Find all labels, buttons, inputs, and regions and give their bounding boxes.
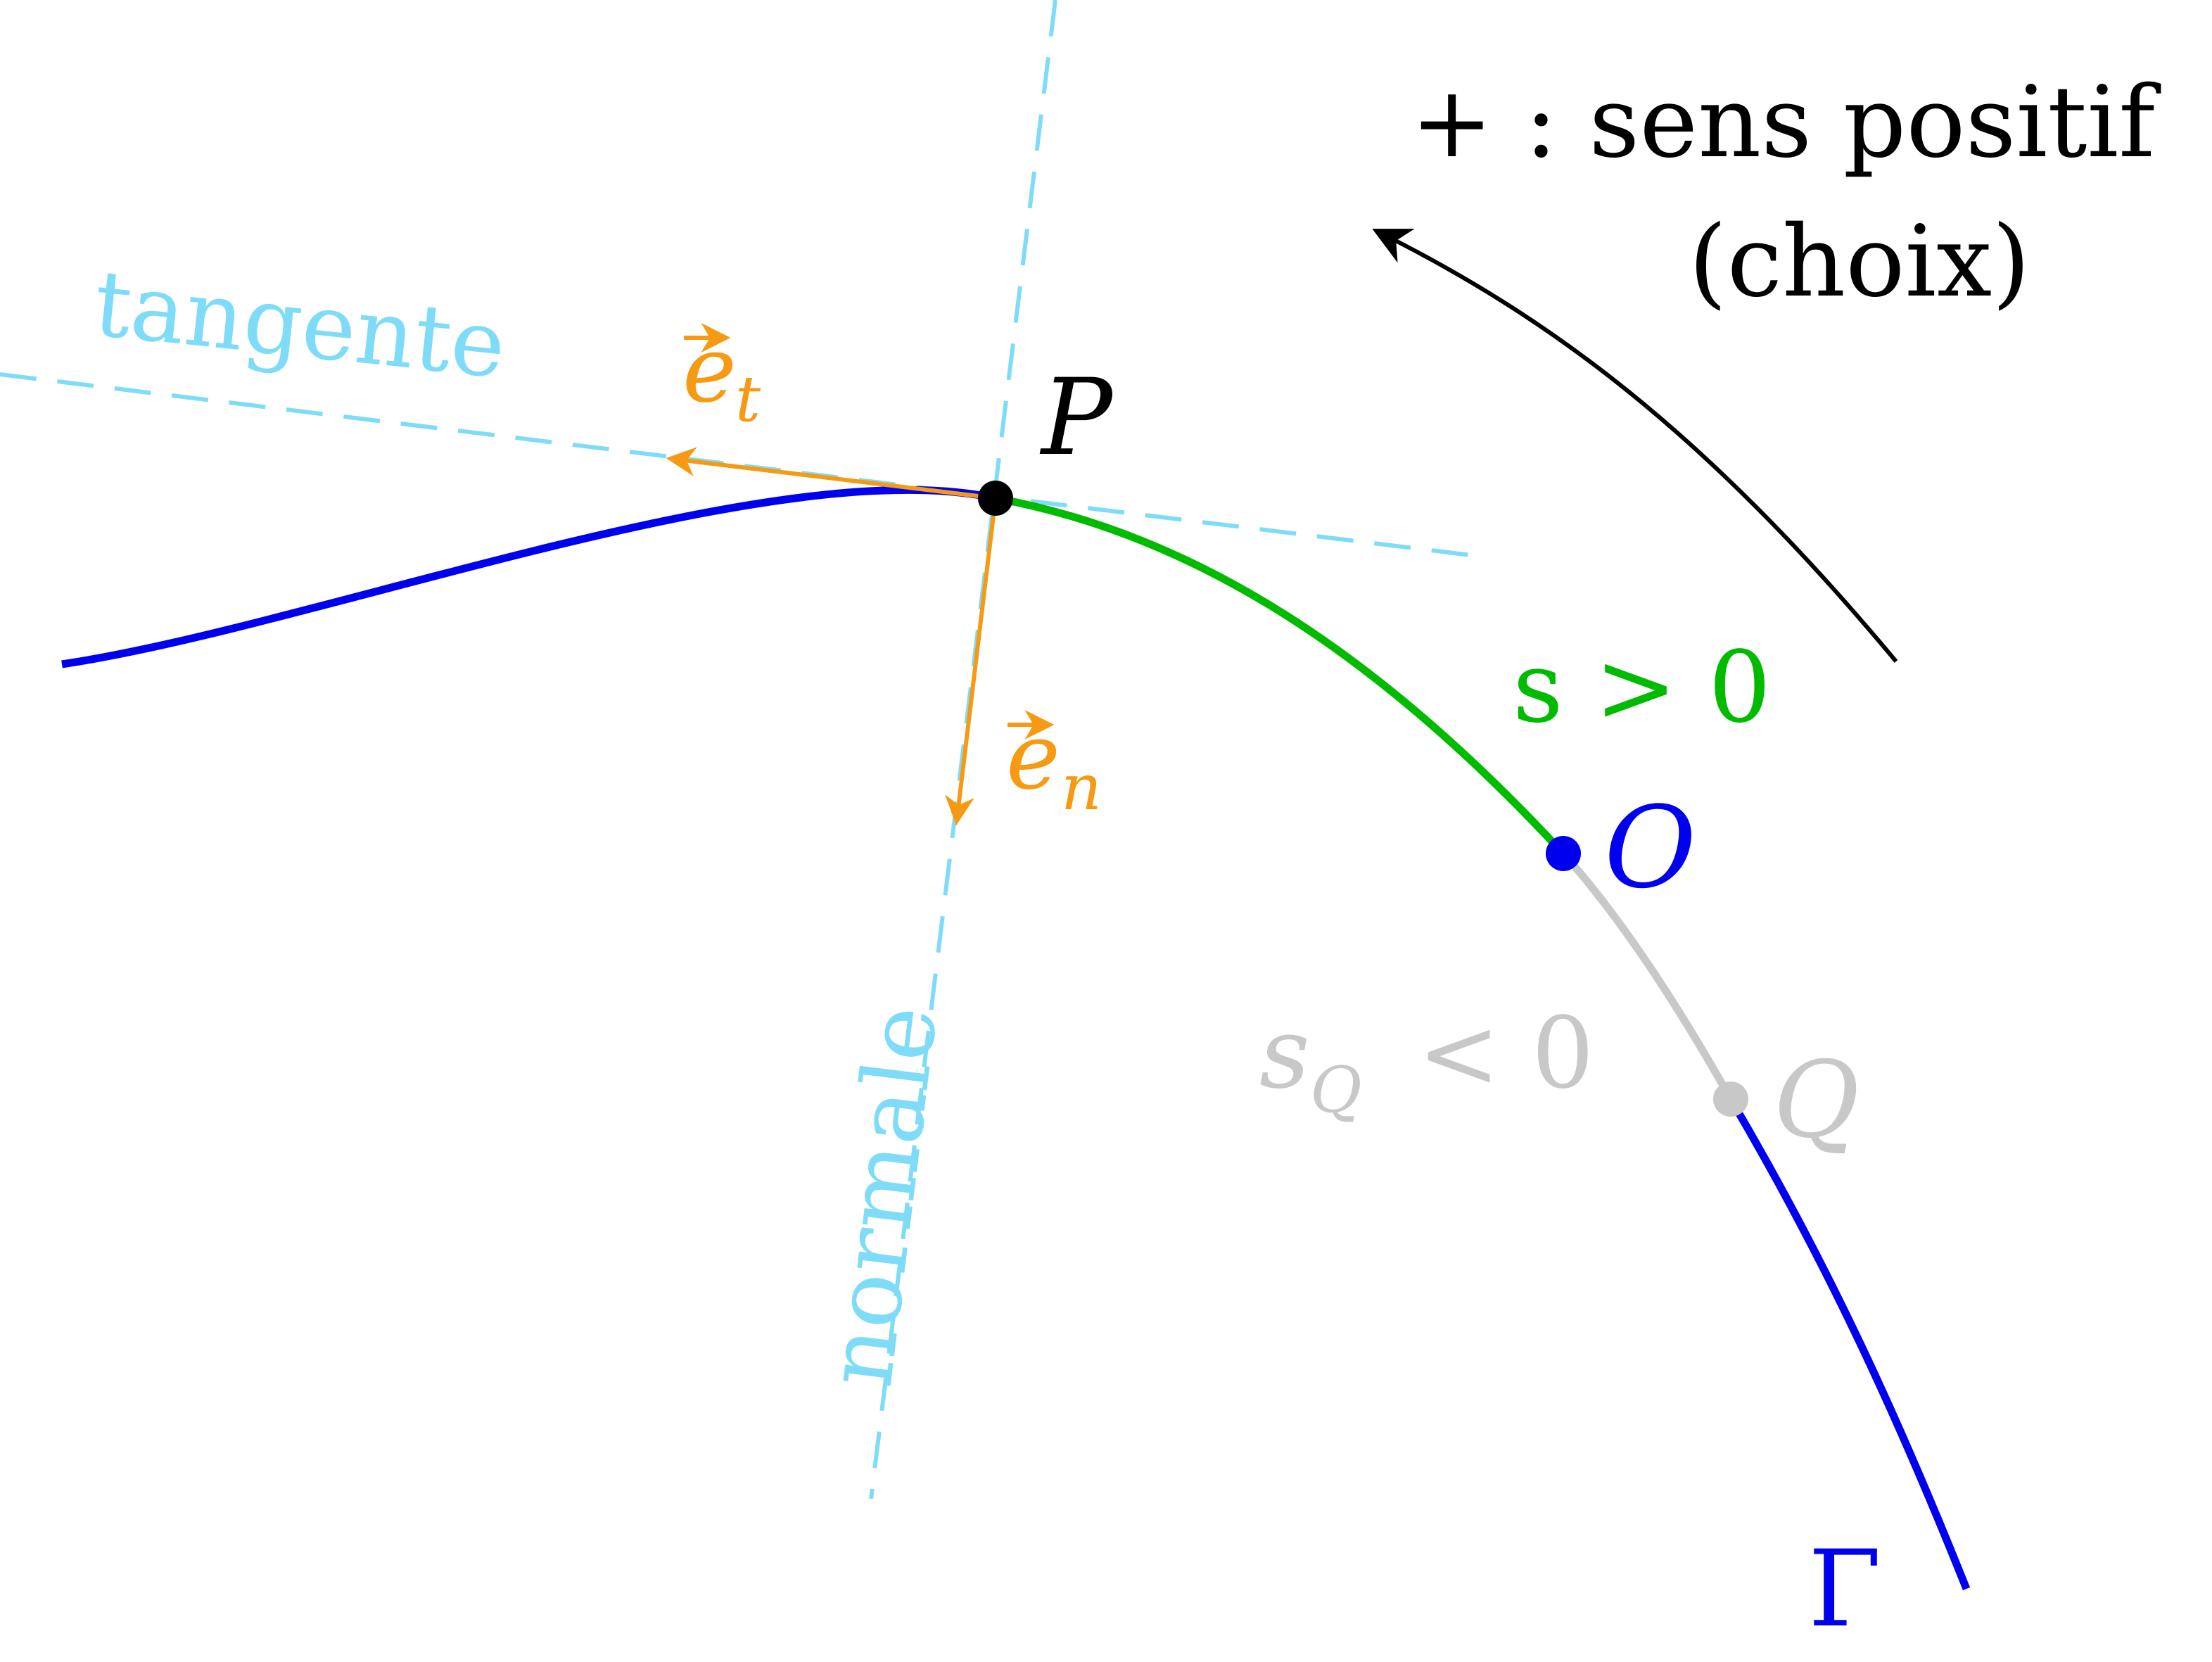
arc-positive [995, 494, 1567, 856]
tangent-line [0, 372, 1489, 559]
normal-line [869, 0, 1057, 1499]
vector-e-n [945, 497, 998, 826]
vector-e-t [666, 447, 996, 500]
svg-text:t: t [735, 362, 761, 436]
tangent-label: tangente [89, 250, 511, 399]
svg-text:s: s [1259, 996, 1310, 1111]
point-p-dot [978, 481, 1013, 516]
arc-negative [1560, 851, 1734, 1101]
positive-direction-arrow [1372, 229, 1898, 663]
normal-label: normale [806, 1000, 958, 1393]
e-n-label: e n [1006, 703, 1102, 825]
direction-label-line1: + : sens positif [1411, 65, 2161, 180]
svg-text:e: e [1006, 703, 1060, 810]
s-q-negative-label: s Q < 0 [1259, 996, 1594, 1127]
curve-gamma-left [61, 486, 997, 668]
svg-text:n: n [1061, 751, 1102, 825]
svg-text:Q: Q [1310, 1053, 1362, 1127]
point-o-label: O [1604, 782, 1696, 913]
point-q-dot [1713, 1081, 1748, 1117]
svg-text:e: e [682, 316, 737, 423]
point-o-dot [1546, 836, 1581, 871]
curve-gamma-right [1727, 1097, 1971, 1591]
direction-label-line2: (choix) [1689, 205, 2030, 319]
svg-text:< 0: < 0 [1418, 996, 1594, 1111]
point-p-label: P [1039, 357, 1114, 479]
e-t-label: e t [682, 316, 761, 436]
curve-gamma-label: Γ [1808, 1528, 1881, 1651]
point-q-label: Q [1773, 1039, 1860, 1162]
s-positive-label: s > 0 [1513, 630, 1771, 745]
